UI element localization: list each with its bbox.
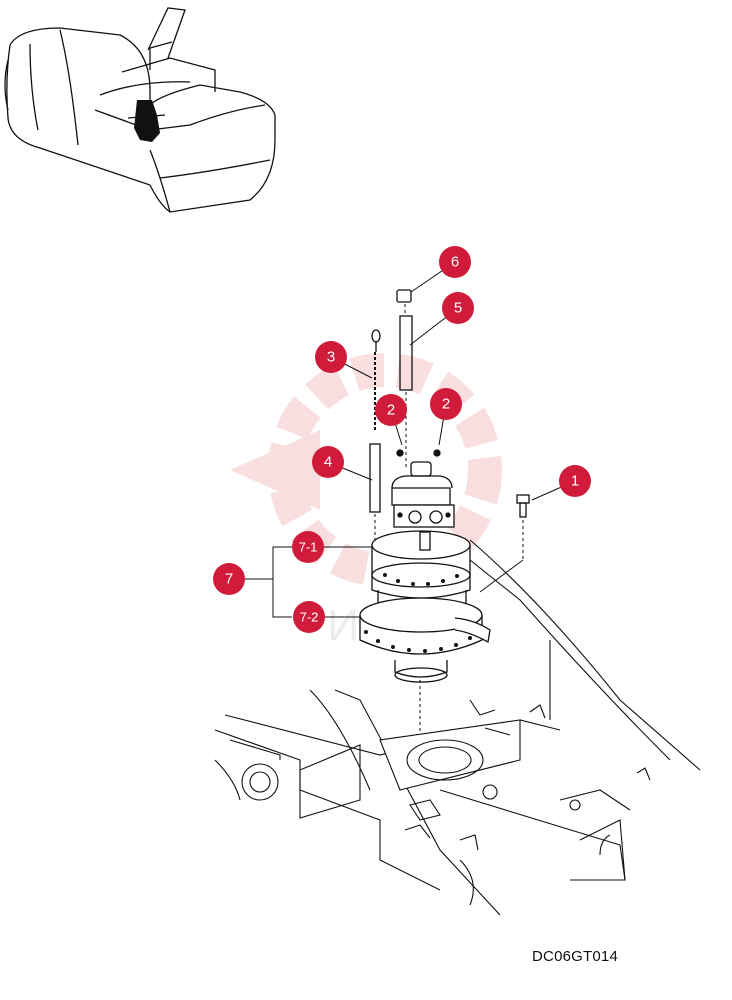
callout-6: 6: [439, 246, 471, 278]
callout-7: 7: [213, 563, 245, 595]
motor-housing-7-1: [371, 530, 471, 599]
callout-1-label: 1: [571, 473, 579, 490]
callout-2a: 2: [375, 394, 407, 426]
level-gauge-part-3: [371, 329, 381, 430]
parts-stack: [214, 289, 701, 916]
bolt-part-1: [516, 494, 530, 518]
swing-motor-location-marker: [134, 100, 160, 142]
callout-6-label: 6: [451, 254, 459, 271]
callout-5: 5: [442, 292, 474, 324]
callout-7-label: 7: [225, 571, 233, 588]
pipe-part-5: [399, 315, 413, 391]
upper-frame-structure: [214, 539, 701, 916]
callout-2b: 2: [430, 388, 462, 420]
callout-5-label: 5: [454, 300, 462, 317]
machine-locator-inset: [4, 7, 276, 213]
callout-1: 1: [559, 465, 591, 497]
callouts: 1 2 2 3 4 5 6 7 7-1 7-2: [213, 246, 591, 633]
callout-3-label: 3: [327, 349, 335, 366]
callout-7-2-label: 7-2: [300, 610, 319, 625]
callout-7-2: 7-2: [293, 601, 325, 633]
callout-4-label: 4: [324, 454, 332, 471]
callout-7-1-label: 7-1: [299, 540, 318, 555]
reduction-gear-7-2: [359, 590, 491, 683]
callout-3: 3: [315, 341, 347, 373]
plug-part-2b: [433, 449, 441, 457]
cap-part-6: [396, 289, 412, 303]
callout-4: 4: [312, 446, 344, 478]
pipe-part-4: [369, 443, 381, 513]
motor-valve-block: [391, 461, 455, 528]
callout-2b-label: 2: [442, 396, 450, 413]
callout-2a-label: 2: [387, 402, 395, 419]
drawing-code: DC06GT014: [532, 948, 619, 965]
callout-7-1: 7-1: [292, 531, 324, 563]
plug-part-2a: [396, 449, 404, 457]
